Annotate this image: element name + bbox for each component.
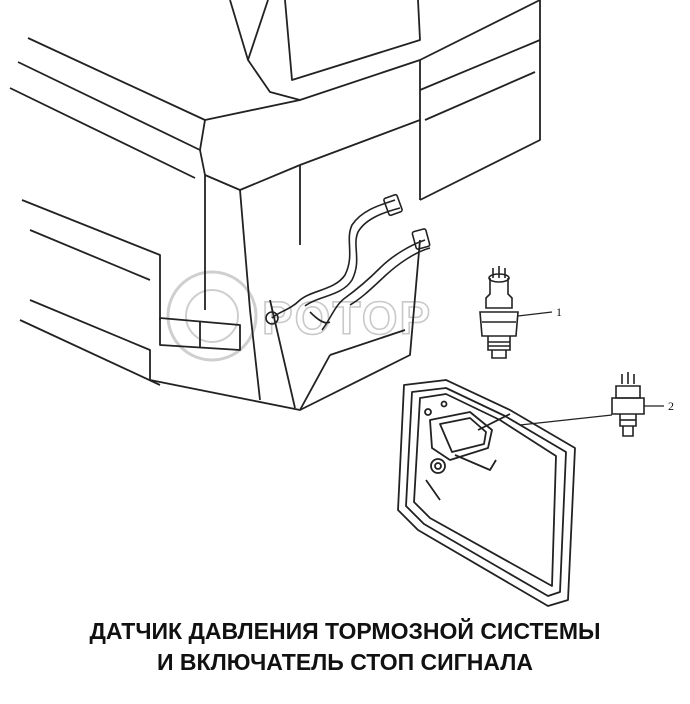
- vehicle-body-drawing: [9, 0, 541, 411]
- stop-signal-switch-icon: [611, 372, 645, 437]
- watermark-text: POTOP: [262, 292, 432, 344]
- callout-label-1: 1: [556, 305, 562, 319]
- brake-pressure-sensor-icon: [479, 266, 519, 359]
- leader-line-1: [517, 311, 553, 317]
- caption-line-2: И ВКЛЮЧАТЕЛЬ СТОП СИГНАЛА: [157, 649, 533, 675]
- diagram-caption: ДАТЧИК ДАВЛЕНИЯ ТОРМОЗНОЙ СИСТЕМЫ И ВКЛЮ…: [0, 616, 690, 678]
- pedal-bracket-panel: [397, 379, 576, 607]
- watermark: POTOP: [166, 270, 432, 362]
- watermark-logo-icon: [166, 270, 258, 362]
- leader-line-panel: [519, 414, 613, 426]
- callout-label-2: 2: [668, 399, 674, 413]
- caption-line-1: ДАТЧИК ДАВЛЕНИЯ ТОРМОЗНОЙ СИСТЕМЫ: [89, 618, 601, 644]
- wiring-harness: [265, 193, 431, 331]
